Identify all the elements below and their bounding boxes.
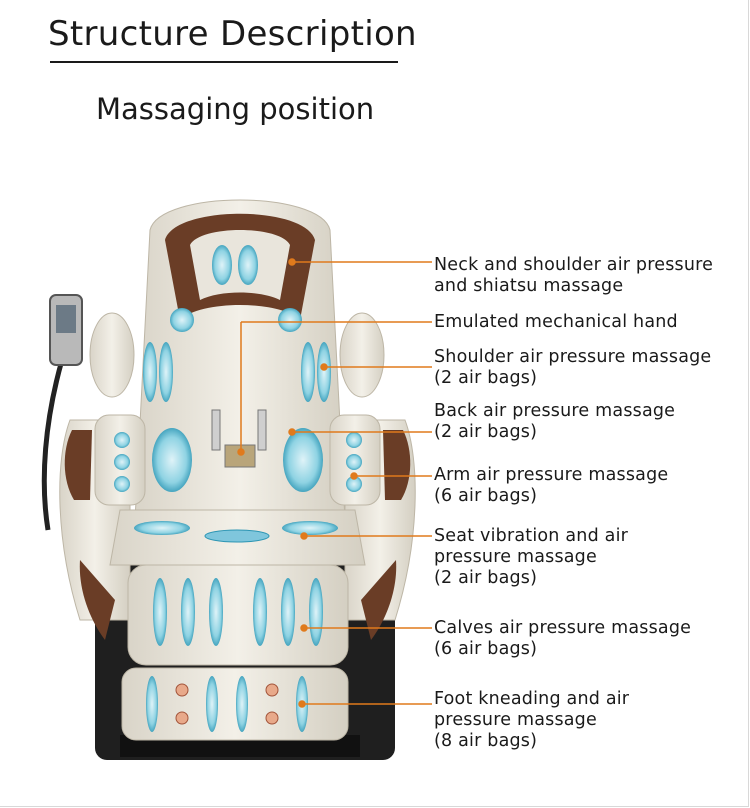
feature-line: (2 air bags) <box>434 422 538 442</box>
mechanical-hand <box>211 409 267 468</box>
foot-rest <box>121 667 349 741</box>
title-underline <box>50 61 398 63</box>
feature-line: (2 air bags) <box>434 568 538 588</box>
page-subtitle: Massaging position <box>96 92 375 126</box>
feature-line: Neck and shoulder air pressure <box>434 255 714 275</box>
page-title: Structure Description <box>48 14 417 54</box>
feature-label-calves: Calves air pressure massage (6 air bags) <box>434 618 691 660</box>
feature-label-hand: Emulated mechanical hand <box>434 312 678 333</box>
calf-rest <box>127 564 349 666</box>
chair-side-panels <box>59 419 416 640</box>
feature-line: and shiatsu massage <box>434 276 624 296</box>
chair-seat <box>109 509 366 566</box>
feature-line: Back air pressure massage <box>434 401 676 421</box>
feature-line: Emulated mechanical hand <box>434 312 678 332</box>
feature-label-arm: Arm air pressure massage (6 air bags) <box>434 465 668 507</box>
feature-line: Calves air pressure massage <box>434 618 692 638</box>
feature-label-back: Back air pressure massage (2 air bags) <box>434 401 675 443</box>
feature-label-shoulder: Shoulder air pressure massage (2 air bag… <box>434 347 711 389</box>
feature-line: (6 air bags) <box>434 486 538 506</box>
armrests <box>94 414 381 506</box>
remote-control <box>41 294 83 531</box>
feature-line: pressure massage <box>434 547 597 567</box>
feature-line: pressure massage <box>434 710 597 730</box>
feature-label-neck: Neck and shoulder air pressure and shiat… <box>434 255 713 297</box>
back-airbags <box>152 428 323 492</box>
feature-line: (8 air bags) <box>434 731 538 751</box>
feature-line: Shoulder air pressure massage <box>434 347 712 367</box>
leader-lines <box>237 258 432 708</box>
shoulder-pads <box>89 312 385 402</box>
feature-line: Foot kneading and air <box>434 689 630 709</box>
feature-label-seat: Seat vibration and air pressure massage … <box>434 526 628 589</box>
feature-line: Seat vibration and air <box>434 526 629 546</box>
feature-line: Arm air pressure massage <box>434 465 669 485</box>
feature-label-foot: Foot kneading and air pressure massage (… <box>434 689 629 752</box>
feature-line: (6 air bags) <box>434 639 538 659</box>
feature-line: (2 air bags) <box>434 368 538 388</box>
